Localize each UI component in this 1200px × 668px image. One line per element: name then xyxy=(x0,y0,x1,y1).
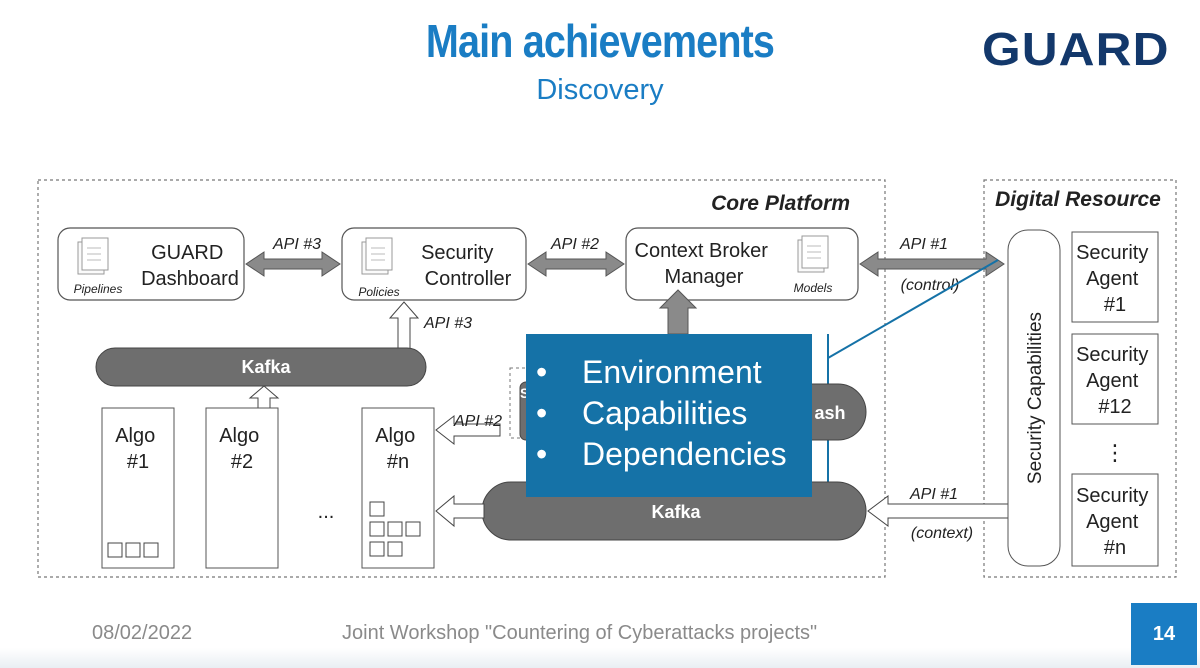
slide-title: Main achievements xyxy=(425,15,775,67)
callout-item-capabilities: •Capabilities xyxy=(526,393,812,434)
footer-band xyxy=(0,648,1200,668)
context-label: (context) xyxy=(911,525,973,542)
api1-top-label: API #1 xyxy=(899,236,948,253)
algo2-label: Algo #2 xyxy=(219,425,265,473)
callout-item-environment: •Environment xyxy=(526,352,812,393)
control-label: (control) xyxy=(901,277,960,294)
page-number: 14 xyxy=(1131,603,1197,665)
bullet-icon: • xyxy=(536,354,548,390)
core-platform-label: Core Platform xyxy=(711,192,850,215)
algon-squares xyxy=(369,501,421,557)
core-platform-frame xyxy=(37,179,886,578)
api3-mid-label: API #3 xyxy=(423,315,472,332)
broker-up-arrow xyxy=(658,289,698,335)
callout-list: •Environment •Capabilities •Dependencies xyxy=(526,334,812,475)
guard-logo: GUARD xyxy=(982,23,1170,75)
security-capabilities-label: Security Capabilities xyxy=(1025,312,1046,484)
kafka-controller-up-arrow xyxy=(388,301,420,351)
models-label: Models xyxy=(794,281,833,295)
context-broker-label: Context Broker Manager xyxy=(635,240,774,288)
security-agent-12-label: Security Agent #12 xyxy=(1076,344,1154,418)
security-agent-n-label: Security Agent #n xyxy=(1076,485,1154,559)
digital-resource-label: Digital Resource xyxy=(995,188,1161,211)
api3-top-label: API #3 xyxy=(272,236,321,253)
security-agent-12-box xyxy=(1071,333,1159,425)
algon-label: Algo #n xyxy=(375,425,421,473)
models-doc-icon xyxy=(797,235,829,273)
broker-resource-arrow xyxy=(859,251,1005,277)
hidden-oval-label: ash xyxy=(814,403,845,423)
pipelines-label: Pipelines xyxy=(74,282,123,296)
footer-date: 08/02/2022 xyxy=(92,622,193,644)
api2-mid-label: API #2 xyxy=(453,413,502,430)
api2-top-label: API #2 xyxy=(550,236,599,253)
kafka-algon-arrow-top xyxy=(435,414,501,446)
algo1-box xyxy=(101,407,175,569)
algo2-kafka-up-arrow xyxy=(248,385,280,409)
bullet-icon: • xyxy=(536,436,548,472)
algon-box xyxy=(361,407,435,569)
callout-item-dependencies: •Dependencies xyxy=(526,434,812,475)
guard-dashboard-label: GUARD Dashboard xyxy=(141,242,239,290)
algo1-label: Algo #1 xyxy=(115,425,161,473)
kafka-top-bus xyxy=(95,347,427,387)
resource-kafka-arrow xyxy=(867,495,1019,527)
hidden-component-letter: S xyxy=(520,385,529,401)
slide-subtitle: Discovery xyxy=(536,74,664,106)
dashboard-controller-arrow xyxy=(245,251,341,277)
footer-text: Joint Workshop "Countering of Cyberattac… xyxy=(342,622,818,644)
kafka-top-label: Kafka xyxy=(241,357,291,377)
kafka-algon-arrow-bottom xyxy=(435,494,485,528)
security-agent-1-box xyxy=(1071,231,1159,323)
controller-broker-arrow xyxy=(527,251,625,277)
algo2-box xyxy=(205,407,279,569)
algo-ellipsis: ... xyxy=(318,501,335,523)
policies-doc-icon xyxy=(361,237,393,275)
digital-resource-frame xyxy=(983,179,1177,578)
algo1-squares xyxy=(107,542,159,558)
security-agents-ellipsis: ⋮ xyxy=(1104,440,1126,465)
pipelines-doc-icon xyxy=(77,237,109,275)
security-agent-1-label: Security Agent #1 xyxy=(1076,242,1154,316)
discovery-callout: •Environment •Capabilities •Dependencies xyxy=(526,334,812,497)
policies-label: Policies xyxy=(358,285,399,299)
callout-line xyxy=(827,259,999,359)
api1-bottom-label: API #1 xyxy=(909,486,958,503)
security-capabilities-pill xyxy=(1007,229,1061,567)
bullet-icon: • xyxy=(536,395,548,431)
security-agent-n-box xyxy=(1071,473,1159,567)
kafka-bottom-label: Kafka xyxy=(651,502,701,522)
security-controller-label: Security Controller xyxy=(421,242,512,290)
